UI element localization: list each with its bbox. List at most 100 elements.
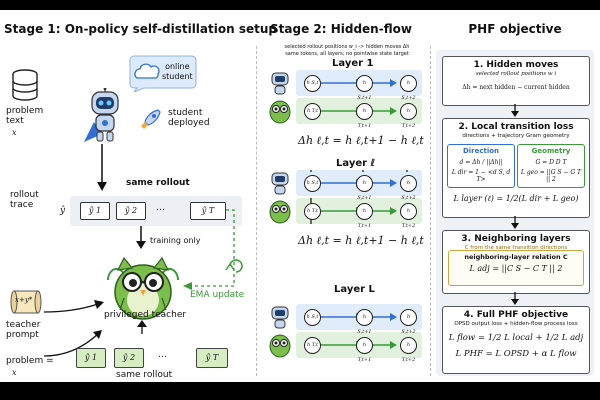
geometry-eq-1: G = D D T bbox=[535, 159, 567, 166]
online-student-label: online student bbox=[162, 62, 193, 81]
teacher-token-1: ŷ 1 bbox=[76, 348, 106, 368]
phf-loss-eq: L PHF = L OPSD + α L flow bbox=[455, 349, 577, 359]
neighboring-layers-sub: C from the same transition directions bbox=[464, 245, 568, 251]
problem-equals-label: problem = bbox=[6, 356, 54, 366]
geometry-box: Geometry G = D D T L geo = ||G S − G T |… bbox=[517, 144, 585, 188]
diagram-canvas: Stage 1: On-policy self-distillation set… bbox=[0, 10, 600, 382]
layer1-node-s1: h S,t bbox=[304, 75, 321, 92]
database-icon bbox=[12, 69, 38, 101]
local-transition-sub: directions + trajectory Gram geometry bbox=[462, 133, 570, 139]
same-rollout-top-label: same rollout bbox=[126, 178, 190, 188]
layer1-student-robot-icon bbox=[271, 72, 289, 95]
full-objective-sub: OPSD output loss + hidden-flow process l… bbox=[454, 321, 578, 327]
layerl-node-s1: h S,t bbox=[304, 175, 321, 192]
teacher-owl-icon bbox=[107, 256, 179, 320]
geometry-eq-2: L geo = ||G S − G T || 2 bbox=[520, 169, 582, 183]
teacher-token-2: ŷ 2 bbox=[114, 348, 144, 368]
divider-2 bbox=[430, 46, 431, 376]
hidden-moves-eq: Δh = next hidden − current hidden bbox=[462, 84, 570, 91]
full-objective-box: 4. Full PHF objective OPSD output loss +… bbox=[442, 306, 590, 374]
stage2-subtitle-2: same tokens, all layers; no pointwise st… bbox=[285, 51, 409, 57]
privileged-teacher-label: privileged teacher bbox=[104, 310, 187, 320]
layerl-node-t1: h T,t bbox=[304, 203, 321, 220]
layerL-node-s3: h S,t+2 bbox=[400, 309, 417, 335]
rollout-trace-label: rollout trace bbox=[10, 190, 39, 210]
trace-ellipsis: … bbox=[156, 203, 165, 213]
stage2-title: Stage 2: Hidden-flow bbox=[270, 22, 412, 36]
arrow-robot-to-trace bbox=[97, 144, 107, 191]
neighboring-layers-title: 3. Neighboring layers bbox=[461, 234, 571, 244]
layer1-teacher-owl-icon bbox=[269, 100, 291, 124]
layer-1-title: Layer 1 bbox=[332, 58, 374, 69]
geometry-title: Geometry bbox=[531, 147, 571, 155]
arrow-box3-box4 bbox=[511, 292, 519, 305]
layerL-teacher-owl-icon bbox=[269, 334, 291, 358]
layer1-node-s2: h S,t+1 bbox=[356, 75, 373, 101]
direction-eq-1: d = Δh / ||Δh|| bbox=[459, 159, 503, 166]
ema-update-arrow bbox=[183, 209, 243, 290]
trace-token-1: ŷ 1 bbox=[80, 202, 110, 220]
layerl-node-t3: h T,t+2 bbox=[400, 203, 417, 229]
arrow-box1-box2 bbox=[511, 104, 519, 117]
problem-equals-var: x bbox=[12, 368, 17, 377]
direction-box: Direction d = Δh / ||Δh|| L dir = 1 − <d… bbox=[447, 144, 515, 188]
direction-eq-2: L dir = 1 − <d S, d T> bbox=[451, 169, 511, 183]
teacher-token-T: ŷ T bbox=[196, 348, 228, 368]
layer-loss-eq: L layer (ℓ) = 1/2(L dir + L geo) bbox=[453, 194, 579, 203]
rocket-icon bbox=[141, 109, 161, 129]
stage1-title: Stage 1: On-policy self-distillation set… bbox=[4, 22, 277, 36]
layer1-node-t1: h T,t bbox=[304, 103, 321, 120]
layerL-node-t1: h T,t bbox=[304, 337, 321, 354]
relation-c-label: neighboring-layer relation C bbox=[464, 253, 568, 261]
layerl-delta-equation: Δh ℓ,t = h ℓ,t+1 − h ℓ,t bbox=[298, 234, 424, 247]
arrow-teacher-rollout-up bbox=[137, 320, 147, 334]
hidden-moves-sub: selected rollout positions w i bbox=[475, 71, 557, 77]
stage2-subtitle-1: selected rollout positions w_i -> hidden… bbox=[284, 44, 410, 50]
training-only-label: training only bbox=[150, 236, 201, 245]
layer1-node-t2: h T,t+1 bbox=[356, 103, 373, 129]
layer-l-title: Layer ℓ bbox=[336, 158, 376, 169]
trace-token-T: ŷ T bbox=[190, 202, 226, 220]
trace-token-2: ŷ 2 bbox=[116, 202, 146, 220]
local-transition-title: 2. Local transition loss bbox=[458, 122, 574, 132]
arrow-problem-to-teacher bbox=[44, 330, 102, 357]
teacher-ellipsis: … bbox=[158, 350, 167, 360]
teacher-prompt-label: teacher prompt bbox=[6, 320, 41, 340]
layerL-node-s1: h S,t bbox=[304, 309, 321, 326]
layerL-node-t3: h T,t+2 bbox=[400, 337, 417, 363]
layer-L-title: Layer L bbox=[334, 284, 375, 295]
scroll-text: x+y* bbox=[15, 296, 33, 304]
problem-text-label: problem text bbox=[6, 106, 44, 126]
layerl-node-s2: h S,t+1 bbox=[356, 175, 373, 201]
adjacent-loss-eq: L adj = ||C S − C T || 2 bbox=[469, 264, 563, 273]
direction-title: Direction bbox=[462, 147, 500, 155]
scroll-icon bbox=[10, 290, 42, 314]
layer1-delta-equation: Δh ℓ,t = h ℓ,t+1 − h ℓ,t bbox=[298, 134, 424, 147]
divider-1 bbox=[256, 46, 257, 376]
ema-update-label: EMA update bbox=[190, 290, 245, 300]
layerl-teacher-owl-icon bbox=[269, 200, 291, 224]
hidden-moves-box: 1. Hidden moves selected rollout positio… bbox=[442, 56, 590, 106]
layerl-node-s3: h S,t+2 bbox=[400, 175, 417, 201]
student-robot-icon bbox=[84, 88, 119, 142]
cloud-callout bbox=[129, 55, 197, 92]
same-rollout-bottom-label: same rollout bbox=[116, 370, 173, 380]
layer1-node-t3: h T,t+2 bbox=[400, 103, 417, 129]
arrow-prompt-to-teacher bbox=[44, 300, 104, 313]
arrow-trace-to-teacher bbox=[136, 226, 146, 249]
hidden-moves-title: 1. Hidden moves bbox=[473, 60, 559, 70]
layerL-node-t2: h T,t+1 bbox=[356, 337, 373, 363]
student-deployed-label: student deployed bbox=[168, 108, 210, 128]
relation-c-box: neighboring-layer relation C L adj = ||C… bbox=[448, 250, 584, 286]
layerl-student-robot-icon bbox=[271, 172, 289, 195]
flow-loss-eq: L flow = 1/2 L local + 1/2 L adj bbox=[448, 333, 584, 343]
layerL-node-s2: h S,t+1 bbox=[356, 309, 373, 335]
problem-variable: x bbox=[12, 128, 17, 137]
layerL-student-robot-icon bbox=[271, 306, 289, 329]
layerl-node-t2: h T,t+1 bbox=[356, 203, 373, 229]
layer1-node-s3: h S,t+2 bbox=[400, 75, 417, 101]
stage3-title: PHF objective bbox=[468, 22, 562, 36]
arrow-box2-box3 bbox=[511, 216, 519, 229]
full-objective-title: 4. Full PHF objective bbox=[463, 310, 569, 320]
y-hat-label: ŷ bbox=[60, 206, 66, 216]
